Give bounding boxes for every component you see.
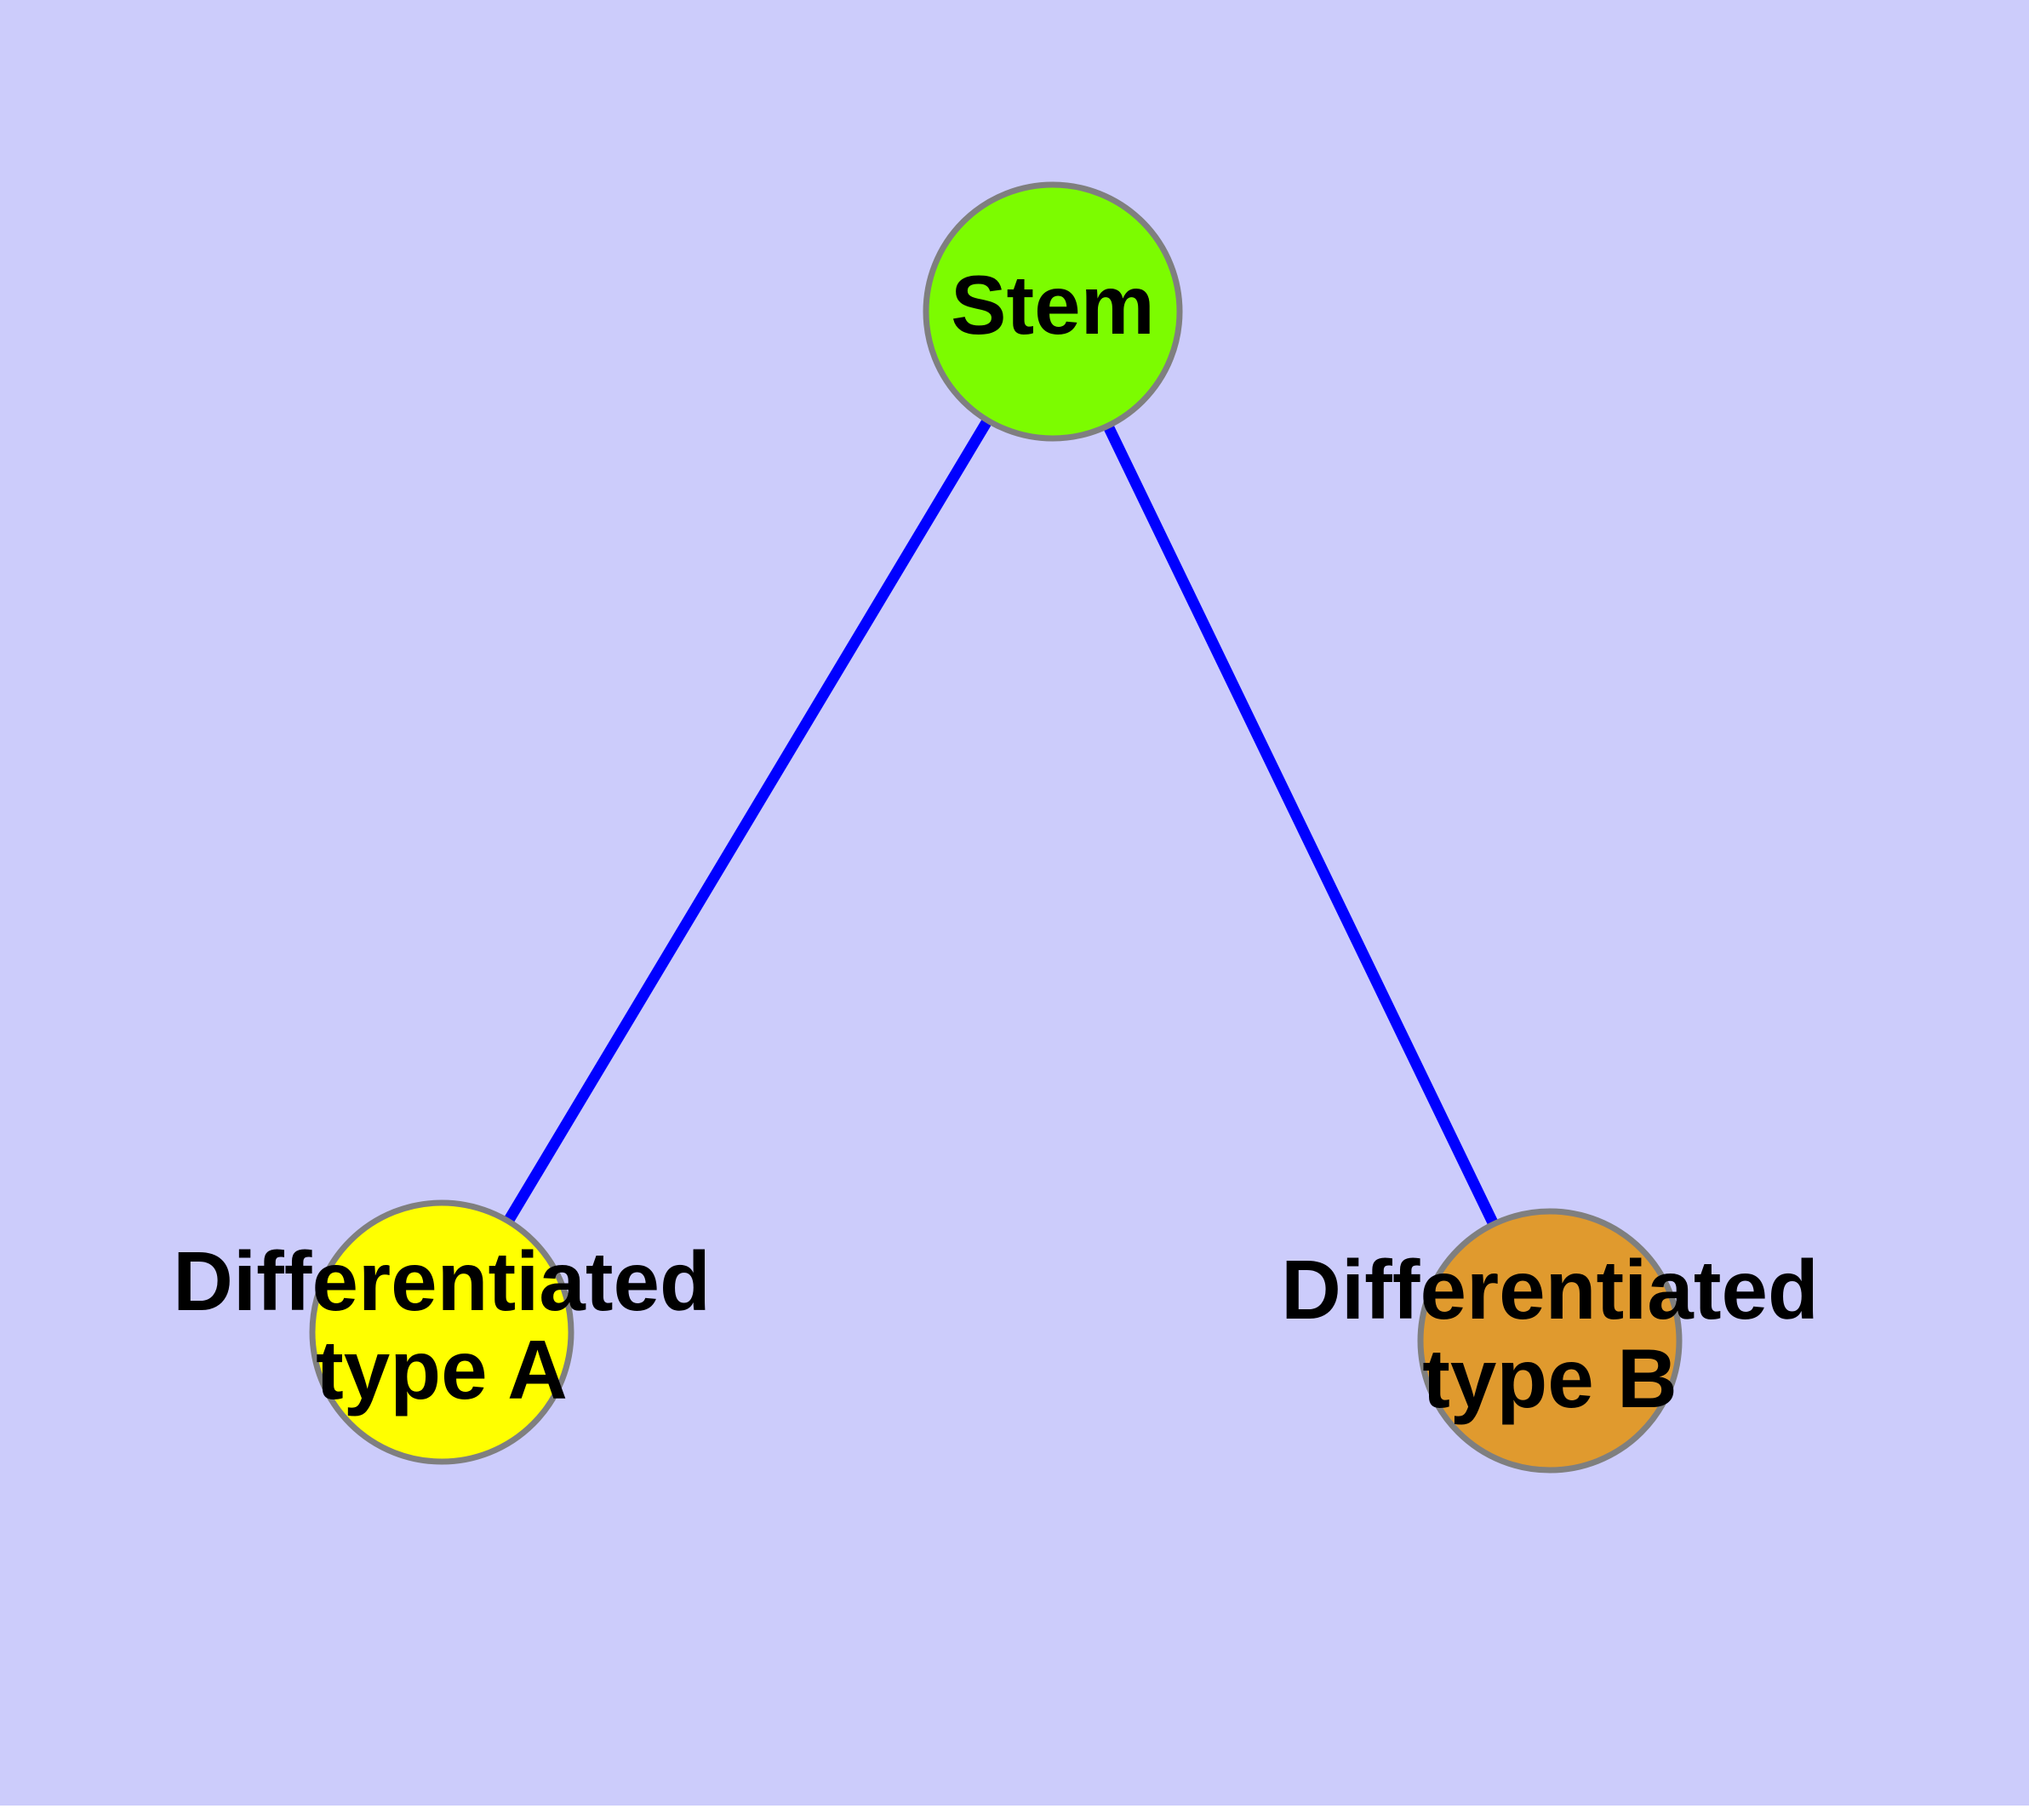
nodes-group [309,181,1683,1474]
edge-stem-to-diff_a[interactable] [501,415,995,1228]
node-label-line: Differentiated [173,1234,711,1328]
edge-stem-to-diff_b[interactable] [1101,420,1500,1230]
node-label-line: Stem [951,258,1155,352]
node-stem[interactable] [923,181,1183,442]
edges-group [501,415,1500,1230]
node-label-line: type A [316,1323,568,1417]
node-diff_b[interactable] [1417,1208,1683,1474]
node-label-stem: Stem [951,258,1155,352]
node-label-line: type B [1422,1331,1677,1425]
node-label-line: Differentiated [1281,1243,1819,1336]
node-diff_a[interactable] [309,1199,574,1465]
